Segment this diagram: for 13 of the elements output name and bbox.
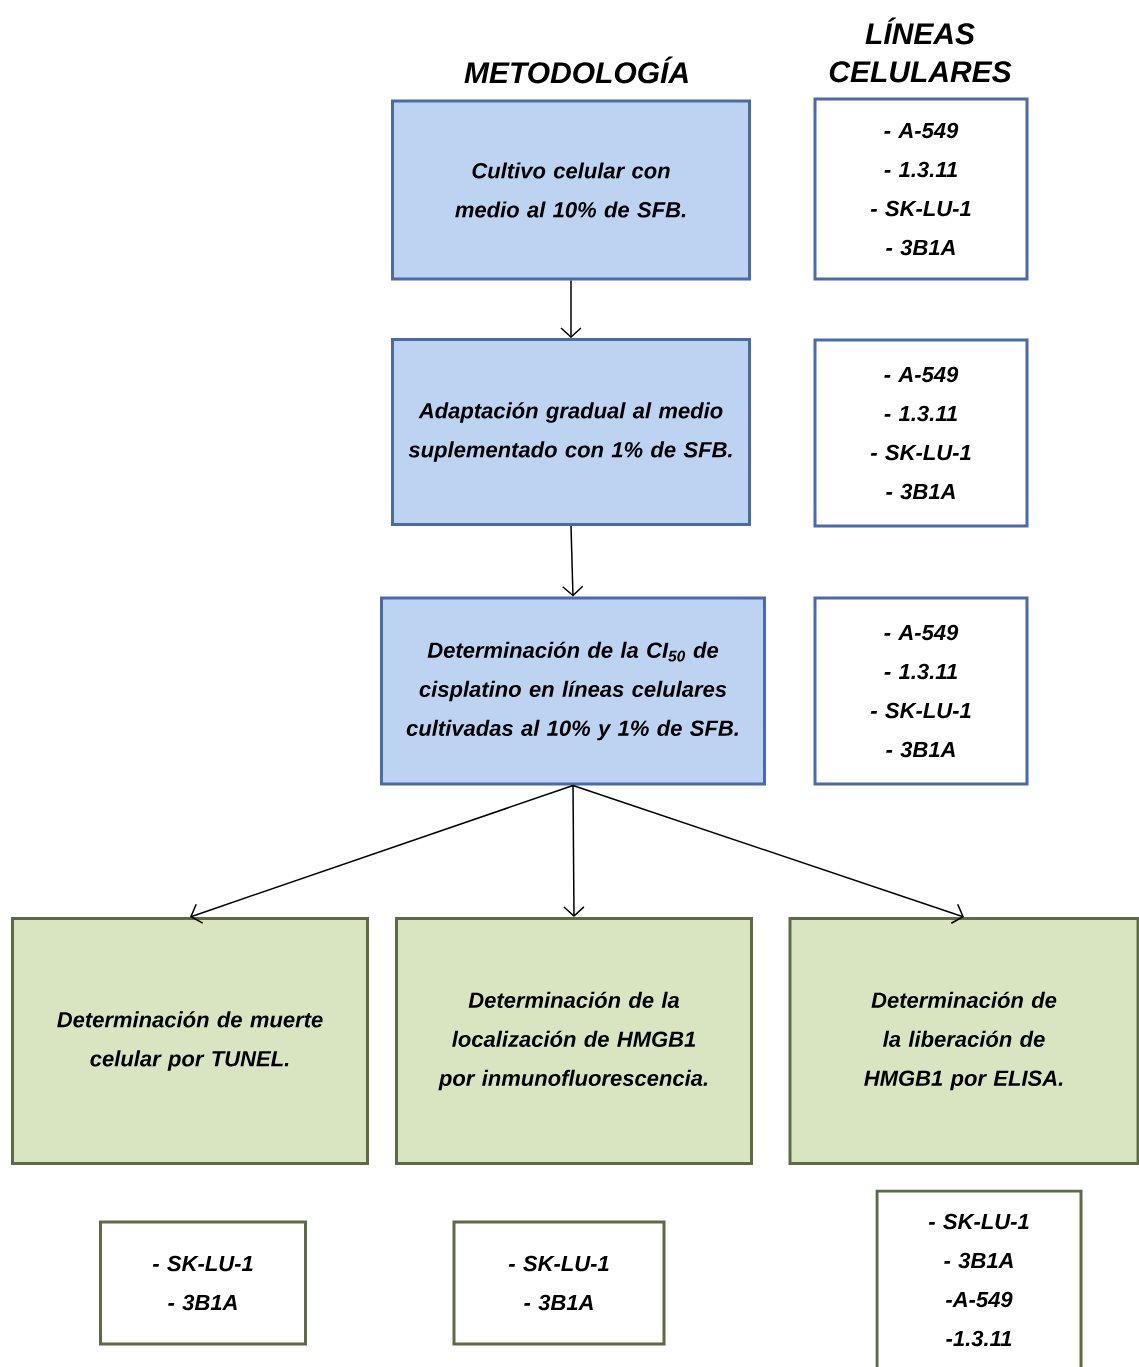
process-box: Cultivo celular con medio al 10% de SFB. [391, 99, 751, 281]
process-box: Determinación de muerte celular por TUNEL. [11, 917, 369, 1165]
column-heading: LÍNEAS CELULARES [829, 17, 1012, 83]
process-box: Determinación de la localización de HMGB1 por inmunofluorescencia. [395, 917, 753, 1165]
arrow [560, 279, 582, 338]
process-box: Determinación de la liberación de HMGB1 por ELISA. [788, 917, 1139, 1165]
arrow [561, 525, 584, 597]
cell-line-box: - SK-LU-1 - 3B1A -A-549 -1.3.11 [875, 1189, 1083, 1367]
arrow [190, 784, 574, 924]
process-box: Determinación de la CI$_{50}$ de cisplatino en líneas celulares cultivadas al 10% y 1% de SFB. [380, 596, 766, 786]
process-box: Adaptación gradual al medio suplementado con 1% de SFB. [391, 338, 751, 526]
arrow [572, 784, 964, 925]
arrow [563, 784, 585, 917]
